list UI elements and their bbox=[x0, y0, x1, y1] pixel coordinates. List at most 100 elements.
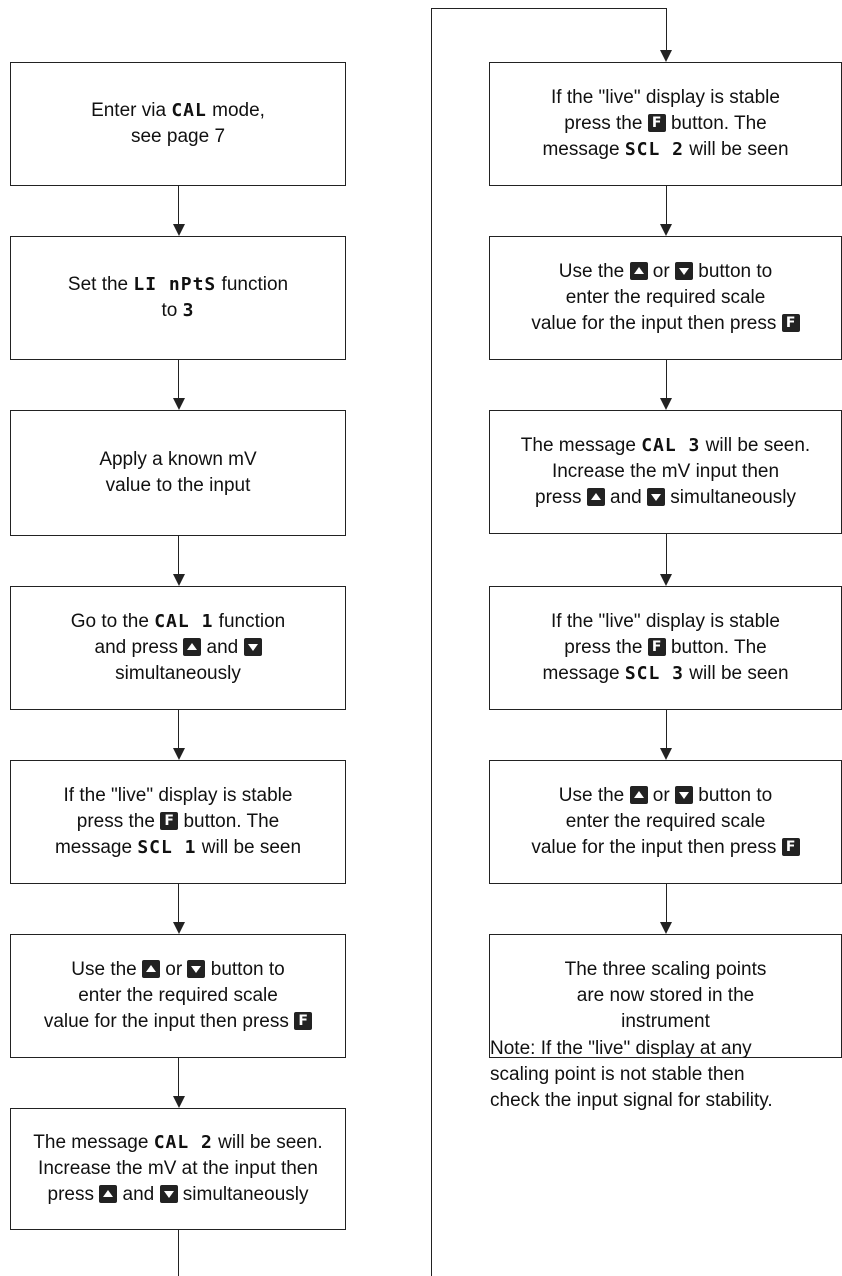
step-text: message bbox=[542, 663, 625, 684]
step-text: will be seen bbox=[684, 139, 789, 160]
display-code: CAL 1 bbox=[154, 611, 214, 632]
step-line: press the button. The bbox=[77, 809, 280, 835]
step-text: function bbox=[213, 611, 286, 632]
step-text: button to bbox=[692, 785, 773, 806]
step-text: value to the input bbox=[105, 475, 251, 496]
display-code: SCL 2 bbox=[624, 139, 684, 160]
display-code: 3 bbox=[182, 300, 195, 321]
step-line: Enter via CAL mode, bbox=[91, 98, 265, 124]
down-button-icon bbox=[243, 638, 262, 656]
connector-line bbox=[178, 1230, 179, 1276]
step-text: to bbox=[161, 300, 183, 321]
step-text: button. The bbox=[178, 811, 280, 832]
step-line: value for the input then press bbox=[44, 1009, 313, 1035]
step-text: mode, bbox=[206, 100, 265, 121]
step-text: value for the input then press bbox=[531, 313, 782, 334]
step-line: are now stored in the bbox=[577, 983, 754, 1009]
step-text: press the bbox=[76, 811, 161, 832]
step-text: and bbox=[201, 637, 244, 658]
step-line: message SCL 3 will be seen bbox=[542, 661, 788, 687]
up-button-icon bbox=[99, 1185, 118, 1203]
step-line: Increase the mV input then bbox=[552, 459, 779, 485]
up-button-icon bbox=[142, 960, 161, 978]
step-text: If the "live" display is stable bbox=[551, 87, 780, 108]
step-text: press bbox=[535, 487, 587, 508]
step-line: enter the required scale bbox=[566, 285, 766, 311]
step-text: simultaneously bbox=[665, 487, 796, 508]
step-text: Enter via bbox=[91, 100, 172, 121]
step-text: value for the input then press bbox=[531, 837, 782, 858]
left-step-box: Apply a known mV value to the input bbox=[10, 410, 346, 536]
display-code: CAL 3 bbox=[641, 435, 701, 456]
display-code: CAL 2 bbox=[153, 1132, 213, 1153]
step-text: instrument bbox=[621, 1011, 710, 1032]
step-text: Go to the bbox=[70, 611, 155, 632]
f-button-icon bbox=[647, 638, 666, 656]
step-line: Apply a known mV bbox=[99, 447, 256, 473]
step-text: button to bbox=[205, 959, 285, 980]
arrow-head bbox=[172, 1096, 185, 1108]
note-line: check the input signal for stability. bbox=[490, 1090, 773, 1111]
step-text: and press bbox=[94, 637, 184, 658]
step-text: Apply a known mV bbox=[99, 449, 257, 470]
down-button-icon bbox=[187, 960, 206, 978]
step-text: will be seen. bbox=[700, 435, 811, 456]
step-text: If the "live" display is stable bbox=[551, 611, 780, 632]
connector-line bbox=[431, 8, 666, 9]
connector-line bbox=[178, 1058, 179, 1097]
up-button-icon bbox=[629, 262, 648, 280]
up-button-icon bbox=[586, 488, 605, 506]
step-text: see page 7 bbox=[130, 126, 226, 147]
step-text: enter the required scale bbox=[565, 811, 766, 832]
right-step-box: The message CAL 3 will be seen.Increase … bbox=[489, 410, 842, 534]
step-line: press the button. The bbox=[564, 635, 767, 661]
step-text: The three scaling points bbox=[564, 959, 767, 980]
step-line: Increase the mV at the input then bbox=[38, 1156, 318, 1182]
step-text: If the "live" display is stable bbox=[63, 785, 293, 806]
step-text: press the bbox=[564, 637, 648, 658]
step-text: simultaneously bbox=[115, 663, 241, 684]
step-text: or bbox=[647, 261, 675, 282]
step-line: press and simultaneously bbox=[535, 485, 796, 511]
step-line: and press and bbox=[95, 635, 262, 661]
step-line: press and simultaneously bbox=[48, 1182, 309, 1208]
note-line: scaling point is not stable then bbox=[490, 1064, 745, 1085]
step-text: message bbox=[54, 837, 138, 858]
step-line: Set the LI nPtS function bbox=[68, 272, 288, 298]
step-text: enter the required scale bbox=[78, 985, 278, 1006]
f-button-icon bbox=[647, 114, 666, 132]
display-code: SCL 3 bbox=[624, 663, 684, 684]
connector-line bbox=[665, 534, 667, 575]
step-text: or bbox=[160, 959, 188, 980]
step-text: button to bbox=[692, 261, 773, 282]
down-button-icon bbox=[674, 262, 693, 280]
step-text: Use the bbox=[558, 261, 630, 282]
step-text: will be seen bbox=[684, 663, 789, 684]
step-text: enter the required scale bbox=[565, 287, 766, 308]
right-step-box: The three scaling points are now stored i… bbox=[489, 934, 842, 1058]
step-line: If the "live" display is stable bbox=[551, 609, 780, 635]
step-text: Increase the mV input then bbox=[551, 461, 780, 482]
step-line: value to the input bbox=[106, 473, 251, 499]
step-line: Go to the CAL 1 function bbox=[71, 609, 285, 635]
connector-line bbox=[178, 710, 179, 749]
step-line: enter the required scale bbox=[78, 983, 278, 1009]
arrow-head bbox=[172, 224, 185, 236]
step-line: enter the required scale bbox=[566, 809, 766, 835]
step-text: The message bbox=[33, 1132, 154, 1153]
step-text: button. The bbox=[665, 113, 767, 134]
arrow-head bbox=[660, 574, 672, 586]
step-text: will be seen. bbox=[212, 1132, 323, 1153]
step-text: or bbox=[647, 785, 675, 806]
up-button-icon bbox=[183, 638, 202, 656]
left-step-box: Enter via CAL mode,see page 7 bbox=[10, 62, 346, 186]
step-line: The message CAL 2 will be seen. bbox=[33, 1130, 322, 1156]
step-line: press the button. The bbox=[564, 111, 767, 137]
step-line: message SCL 1 will be seen bbox=[55, 835, 301, 861]
display-code: LI nPtS bbox=[133, 274, 217, 295]
connector-line bbox=[178, 360, 179, 399]
display-code: CAL bbox=[171, 100, 207, 121]
